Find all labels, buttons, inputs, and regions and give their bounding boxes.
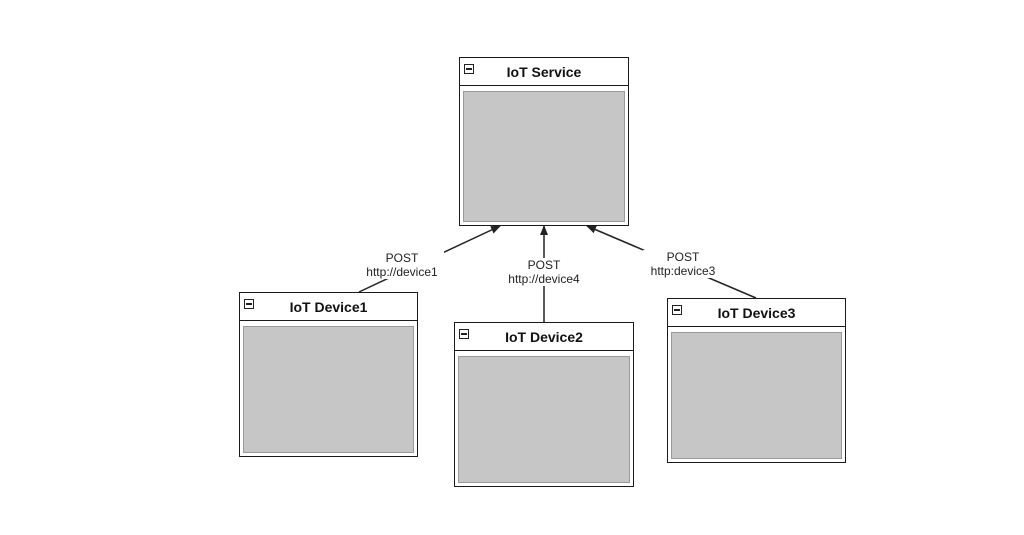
- node-title: IoT Device1: [289, 299, 368, 315]
- node-header: IoT Device3: [668, 299, 845, 327]
- edge-label-device2: POST http://device4: [501, 258, 587, 286]
- edge-url: http://device1: [366, 265, 438, 279]
- collapse-icon[interactable]: [672, 305, 682, 315]
- collapse-icon[interactable]: [244, 299, 254, 309]
- node-body: [671, 332, 842, 459]
- node-header: IoT Service: [460, 58, 628, 86]
- node-body: [458, 356, 630, 483]
- node-header: IoT Device1: [240, 293, 417, 321]
- edge-method: POST: [666, 250, 700, 264]
- node-iot-device2[interactable]: IoT Device2: [454, 322, 634, 487]
- node-title: IoT Device2: [505, 329, 583, 345]
- edge-method: POST: [385, 251, 419, 265]
- node-header: IoT Device2: [455, 323, 633, 351]
- node-title: IoT Service: [506, 64, 582, 80]
- node-body: [243, 326, 414, 453]
- node-title: IoT Device3: [717, 305, 796, 321]
- node-iot-device1[interactable]: IoT Device1: [239, 292, 418, 457]
- collapse-icon[interactable]: [459, 329, 469, 339]
- edge-url: http://device4: [508, 272, 580, 286]
- edge-method: POST: [527, 258, 561, 272]
- edge-label-device3: POST http:device3: [643, 250, 723, 278]
- edge-label-device1: POST http://device1: [360, 251, 444, 279]
- collapse-icon[interactable]: [464, 64, 474, 74]
- node-iot-device3[interactable]: IoT Device3: [667, 298, 846, 463]
- node-body: [463, 91, 625, 222]
- edge-url: http:device3: [650, 264, 716, 278]
- node-iot-service[interactable]: IoT Service: [459, 57, 629, 226]
